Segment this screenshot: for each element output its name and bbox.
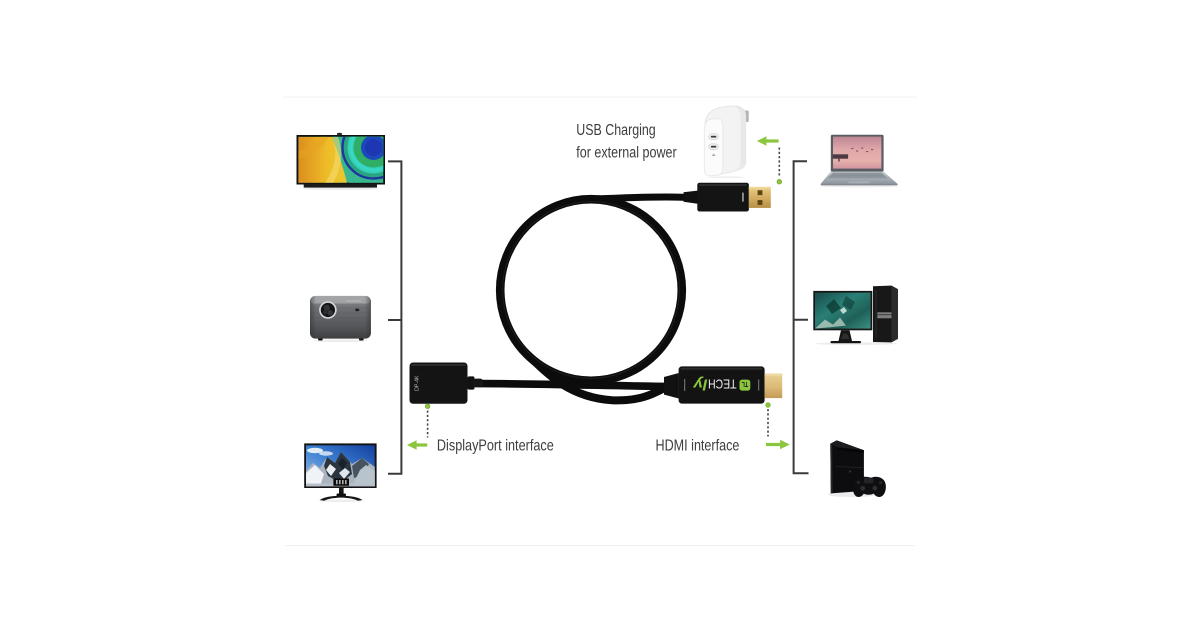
svg-text:TECH: TECH bbox=[708, 377, 737, 391]
svg-text:DP-4K: DP-4K bbox=[414, 375, 420, 391]
svg-text:ly: ly bbox=[693, 376, 708, 393]
svg-text:HDMI interface: HDMI interface bbox=[656, 438, 740, 455]
svg-text:TL: TL bbox=[741, 380, 748, 389]
svg-text:USB Charging: USB Charging bbox=[576, 122, 655, 139]
svg-text:for external power: for external power bbox=[576, 144, 676, 161]
svg-text:DisplayPort interface: DisplayPort interface bbox=[437, 438, 554, 455]
